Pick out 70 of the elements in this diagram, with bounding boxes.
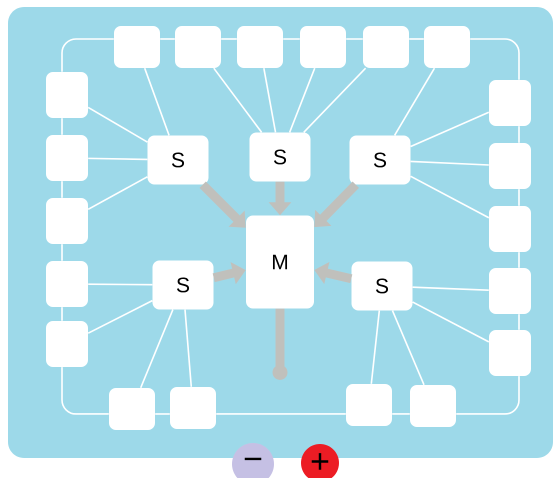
labeled-box: S <box>152 260 214 310</box>
arrow <box>200 182 246 228</box>
connector-line <box>392 310 425 386</box>
connector-line <box>518 126 520 143</box>
blank-box <box>410 384 456 427</box>
blank-box <box>489 206 531 252</box>
connector-line <box>88 176 148 210</box>
connector-line <box>61 307 63 321</box>
blank-box <box>170 386 216 429</box>
labeled-box: S <box>250 132 310 182</box>
connector-line <box>412 301 490 343</box>
blank-box <box>46 72 88 118</box>
connector-line <box>409 38 424 40</box>
blank-box <box>46 261 88 307</box>
connector-line <box>184 310 192 387</box>
connector-line <box>213 68 262 133</box>
blank-box <box>237 26 283 68</box>
blank-box <box>46 320 88 367</box>
connector-line <box>61 244 63 261</box>
labeled-box: S <box>148 135 208 184</box>
connector-line <box>160 38 175 40</box>
connector-line <box>518 252 520 268</box>
connector-line <box>283 38 300 40</box>
blank-box <box>46 135 88 181</box>
connector-line <box>346 38 363 40</box>
labeled-box: S <box>350 135 410 184</box>
connector-line <box>392 413 410 415</box>
connector-line <box>412 286 489 291</box>
connector-line <box>88 283 152 286</box>
connector-line <box>61 38 114 72</box>
connector-line <box>144 68 170 136</box>
blank-box <box>109 388 155 430</box>
connector-line <box>155 413 170 415</box>
blank-box <box>114 26 160 68</box>
connector-line <box>140 309 174 388</box>
blank-box <box>489 143 531 189</box>
connector-line <box>221 38 237 40</box>
connector-line <box>216 413 346 415</box>
blank-box <box>424 26 470 68</box>
blank-box <box>489 80 531 126</box>
blank-box <box>489 330 531 376</box>
connector-line <box>410 112 490 148</box>
connector-line <box>61 181 63 198</box>
connector-line <box>61 118 63 135</box>
labeled-box: S <box>352 261 412 310</box>
connector-line <box>456 376 520 415</box>
connector-line <box>410 176 490 218</box>
connector-line <box>370 310 380 384</box>
connector-line <box>410 160 489 166</box>
connector-line <box>88 106 148 143</box>
blank-box <box>46 198 88 244</box>
minus-sign: − <box>232 442 274 478</box>
blank-box <box>346 384 392 426</box>
blank-box <box>363 26 409 68</box>
labeled-box: M <box>246 215 314 308</box>
blank-box <box>489 268 531 314</box>
connector-line <box>394 68 436 136</box>
connector-line <box>518 314 520 330</box>
lead-line <box>272 308 288 380</box>
connector-line <box>88 158 148 160</box>
connector-line <box>61 367 109 415</box>
plus-sign: + <box>301 444 339 478</box>
connector-line <box>303 68 366 133</box>
blank-box <box>175 26 221 68</box>
connector-line <box>470 38 520 80</box>
connector-line <box>88 300 153 334</box>
blank-box <box>300 26 346 68</box>
connector-line <box>288 68 316 133</box>
connector-line <box>263 68 276 132</box>
connector-line <box>518 189 520 206</box>
